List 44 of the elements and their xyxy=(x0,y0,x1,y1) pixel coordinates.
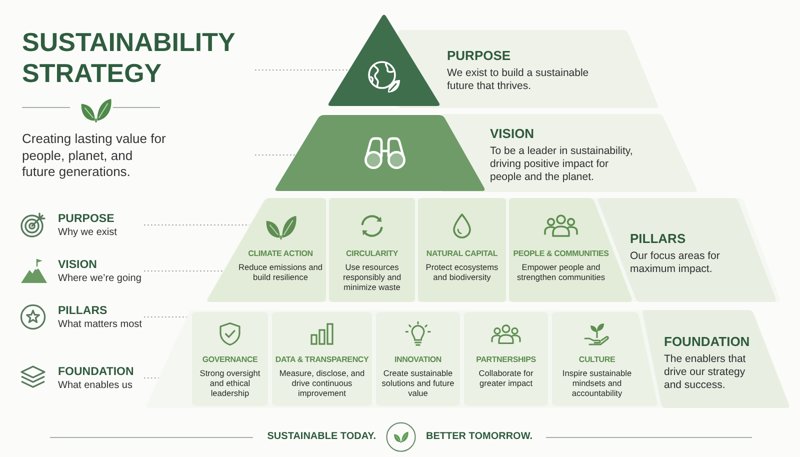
item-description: Where we’re going xyxy=(58,273,142,285)
card-heading: CIRCULARITY xyxy=(346,249,398,259)
tier-heading: PILLARS xyxy=(630,231,686,246)
tier-description: The enablers that drive our strategy and success. xyxy=(664,353,747,392)
leader-line xyxy=(255,69,350,71)
leader-line xyxy=(144,316,187,318)
leader-line xyxy=(144,224,250,226)
tier-description: We exist to build a sustainable future that thrives. xyxy=(447,67,590,93)
card-heading: PARTNERSHIPS xyxy=(476,355,536,365)
leader-line xyxy=(144,270,223,272)
leader-line xyxy=(255,154,296,156)
tier-heading: PURPOSE xyxy=(447,48,511,63)
card-description: Reduce emissions and build resilience xyxy=(238,262,324,282)
card-description: Protect ecosystems and biodiversity xyxy=(424,262,500,282)
tier-heading: FOUNDATION xyxy=(664,334,750,349)
card-heading: PEOPLE & COMMUNITIES xyxy=(513,249,609,259)
tagline: SUSTAINABLE TODAY. xyxy=(267,431,376,443)
tier-description: To be a leader in sustainability, driving positive impact for people and the planet. xyxy=(490,145,634,184)
card-heading: CLIMATE ACTION xyxy=(248,249,313,259)
card-description: Measure, disclose, and drive continuous improvement xyxy=(278,368,366,399)
card-description: Inspire sustainable mindsets and accountability xyxy=(561,368,633,399)
tagline: BETTER TOMORROW. xyxy=(426,431,532,443)
card-description: Create sustainable solutions and future value xyxy=(380,368,456,399)
tier-heading: VISION xyxy=(490,126,534,141)
card-heading: NATURAL CAPITAL xyxy=(426,249,498,259)
card-description: Strong oversight and ethical leadership xyxy=(198,368,262,399)
subtitle: Creating lasting value for people, planet, and future generations. xyxy=(22,131,167,181)
item-description: Why we exist xyxy=(58,227,117,239)
leader-line xyxy=(144,377,159,379)
item-heading: PURPOSE xyxy=(58,213,114,226)
item-description: What enables us xyxy=(58,380,132,392)
card-heading: DATA & TRANSPARENCY xyxy=(275,355,369,365)
page-title: SUSTAINABILITY STRATEGY xyxy=(22,27,236,89)
card-heading: GOVERNANCE xyxy=(202,355,258,365)
card-heading: CULTURE xyxy=(578,355,616,365)
card-description: Collaborate for greater impact xyxy=(478,368,534,388)
item-description: What matters most xyxy=(58,319,142,331)
item-heading: FOUNDATION xyxy=(58,366,134,379)
item-heading: VISION xyxy=(58,259,97,272)
card-description: Use resources responsibly and minimize waste xyxy=(342,262,402,293)
tier-description: Our focus areas for maximum impact. xyxy=(630,250,721,276)
item-heading: PILLARS xyxy=(58,305,108,318)
card-description: Empower people and strengthen communities xyxy=(516,262,606,282)
card-heading: INNOVATION xyxy=(394,355,442,365)
